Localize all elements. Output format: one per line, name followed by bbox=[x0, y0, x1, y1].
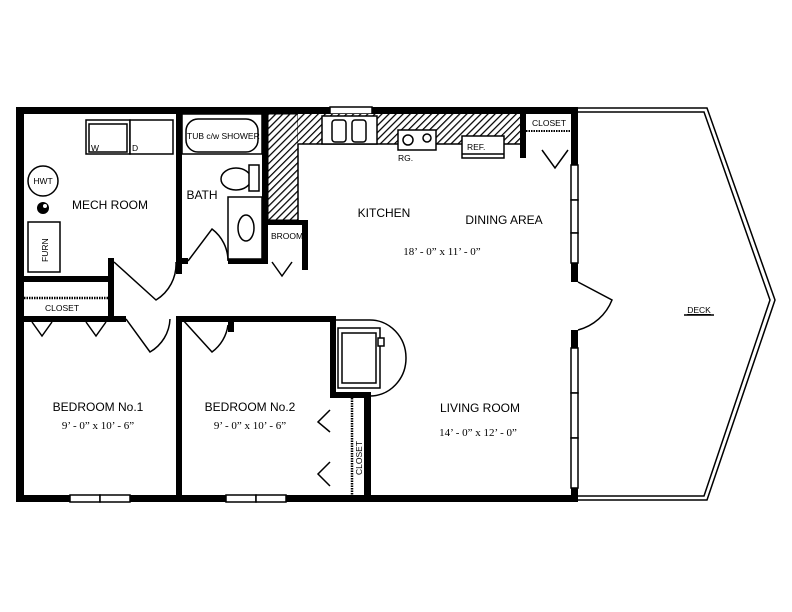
kitchen-label: KITCHEN bbox=[358, 206, 411, 220]
bathtub: TUB c/w SHOWER bbox=[181, 113, 263, 155]
mech-room-label: MECH ROOM bbox=[72, 198, 148, 212]
dryer-label: D bbox=[132, 143, 138, 153]
living-closet-label: CLOSET bbox=[354, 441, 364, 475]
kitchen-closet-label: CLOSET bbox=[532, 118, 566, 128]
closet-door-icon[interactable] bbox=[31, 321, 53, 338]
washer: W bbox=[85, 119, 131, 155]
bedroom1-closet-label: CLOSET bbox=[45, 303, 79, 313]
tub-label: TUB c/w SHOWER bbox=[187, 131, 260, 141]
closet-door-icon[interactable] bbox=[316, 409, 331, 433]
bedroom2-label: BEDROOM No.2 bbox=[205, 400, 296, 414]
range-label: RG. bbox=[398, 153, 413, 163]
bedroom2-door-icon[interactable] bbox=[181, 318, 229, 354]
broom-label: BROOM bbox=[271, 231, 303, 241]
kitchen-sink bbox=[321, 115, 378, 145]
kitchen-closet: CLOSET bbox=[526, 118, 571, 170]
broom-closet-door-icon[interactable] bbox=[271, 261, 293, 278]
closet-door-icon[interactable] bbox=[85, 321, 107, 338]
deck-door-icon[interactable] bbox=[577, 281, 613, 331]
kitchen-dimensions: 18’ - 0” x 11’ - 0” bbox=[403, 246, 480, 258]
deck bbox=[578, 107, 776, 501]
hot-water-tank: HWT bbox=[27, 165, 59, 214]
mech-door-icon[interactable] bbox=[113, 261, 177, 301]
living-room-label: LIVING ROOM bbox=[440, 401, 520, 415]
furnace: FURN bbox=[27, 221, 61, 273]
interior-walls bbox=[16, 114, 526, 502]
washer-label: W bbox=[91, 143, 99, 153]
living-room-dimensions: 14’ - 0” x 12’ - 0” bbox=[439, 427, 517, 439]
toilet bbox=[220, 164, 260, 192]
dining-area-label: DINING AREA bbox=[465, 213, 542, 227]
range: RG. bbox=[397, 129, 437, 163]
bath-door-icon[interactable] bbox=[187, 227, 229, 262]
bedroom1-label: BEDROOM No.1 bbox=[53, 400, 144, 414]
closet-door-icon[interactable] bbox=[316, 461, 331, 487]
hwt-label: HWT bbox=[33, 176, 52, 186]
deck-label: DECK bbox=[687, 305, 711, 315]
bedroom2-dimensions: 9’ - 0” x 10’ - 6” bbox=[214, 420, 286, 432]
windows bbox=[69, 106, 579, 503]
vanity-sink bbox=[227, 196, 263, 260]
dryer: D bbox=[129, 119, 174, 155]
closet-door-icon[interactable] bbox=[541, 149, 569, 170]
wood-stove bbox=[336, 319, 407, 397]
refrigerator: REF. bbox=[461, 135, 505, 159]
bath-label: BATH bbox=[186, 188, 217, 202]
kitchen-cabinets bbox=[267, 113, 520, 221]
bedroom1-door-icon[interactable] bbox=[125, 318, 171, 353]
furnace-label: FURN bbox=[40, 238, 50, 262]
refrigerator-label: REF. bbox=[467, 142, 485, 152]
bedroom1-dimensions: 9’ - 0” x 10’ - 6” bbox=[62, 420, 134, 432]
doors bbox=[31, 227, 613, 487]
